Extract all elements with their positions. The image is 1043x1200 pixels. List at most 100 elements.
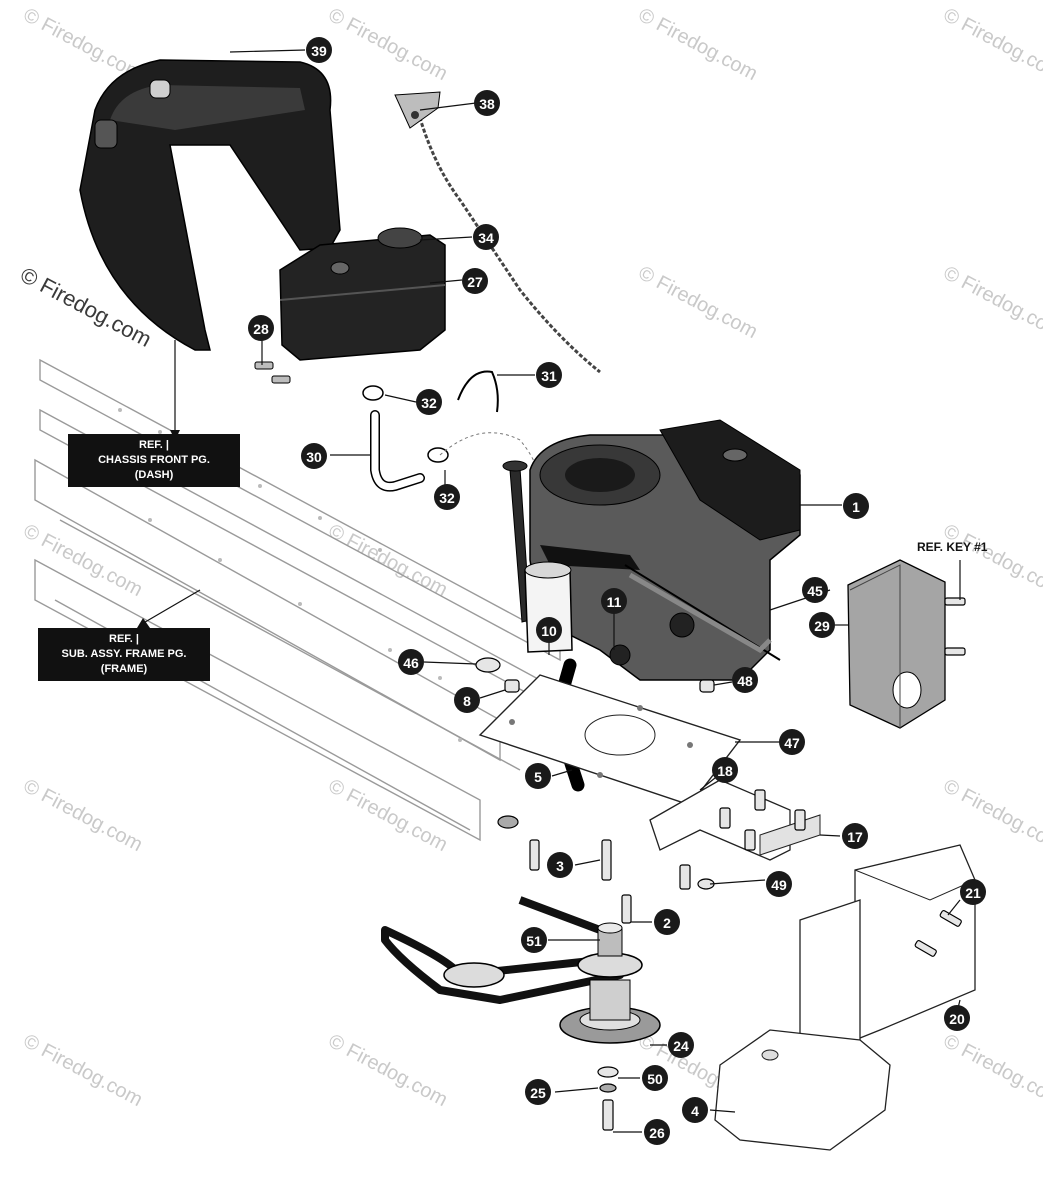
callout-8: 8: [454, 687, 480, 713]
callout-10: 10: [536, 617, 562, 643]
callout-bubble: [960, 879, 986, 905]
callout-bubble: [601, 588, 627, 614]
callout-39: 39: [306, 37, 332, 63]
callout-27: 27: [462, 268, 488, 294]
callout-45: 45: [802, 577, 828, 603]
callout-46: 46: [398, 649, 424, 675]
callout-bubble: [944, 1005, 970, 1031]
frame-rails: [34, 358, 561, 842]
callout-bubble: [536, 362, 562, 388]
callout-number: 38: [479, 96, 495, 112]
callout-3: 3: [547, 852, 573, 878]
callout-number: 2: [663, 915, 671, 931]
callout-11: 11: [601, 588, 627, 614]
callout-number: 10: [541, 623, 557, 639]
callout-bubble: [536, 617, 562, 643]
hood-shroud: [79, 59, 341, 351]
callout-bubble: [525, 763, 551, 789]
ref-line: (FRAME): [100, 663, 148, 675]
callout-number: 32: [421, 395, 437, 411]
callout-18: 18: [712, 757, 738, 783]
callout-bubble: [802, 577, 828, 603]
ref-line: SUB. ASSY. FRAME PG.: [61, 648, 187, 660]
heat-shield: [847, 559, 946, 729]
callout-bubble: [301, 443, 327, 469]
callout-bubble: [644, 1119, 670, 1145]
callout-31: 31: [536, 362, 562, 388]
callout-number: 20: [949, 1011, 965, 1027]
callout-bubble: [668, 1032, 694, 1058]
callout-number: 1: [852, 499, 860, 515]
callout-28: 28: [248, 315, 274, 341]
callout-bubble: [434, 484, 460, 510]
callout-number: 25: [530, 1085, 546, 1101]
callout-number: 24: [673, 1038, 689, 1054]
discharge-housing: [799, 844, 976, 1071]
callout-bubble: [779, 729, 805, 755]
callout-number: 3: [556, 858, 564, 874]
callout-bubble: [462, 268, 488, 294]
callout-32a: 32: [416, 389, 442, 415]
callout-21: 21: [960, 879, 986, 905]
callout-number: 49: [771, 877, 787, 893]
callout-bubble: [547, 852, 573, 878]
engine: [502, 419, 801, 681]
callout-5: 5: [525, 763, 551, 789]
callout-number: 11: [607, 594, 622, 610]
callout-bubble: [732, 667, 758, 693]
callout-48: 48: [732, 667, 758, 693]
callout-50: 50: [642, 1065, 668, 1091]
callout-number: 34: [478, 230, 494, 246]
callout-number: 30: [306, 449, 322, 465]
callout-number: 51: [526, 933, 542, 949]
callout-20: 20: [944, 1005, 970, 1031]
callout-17: 17: [842, 823, 868, 849]
callout-number: 50: [647, 1071, 663, 1087]
callout-bubble: [843, 493, 869, 519]
idler-pulley: [443, 962, 505, 988]
ref-line: REF. |: [109, 633, 139, 645]
drive-belt: [381, 896, 627, 1004]
callout-51: 51: [521, 927, 547, 953]
callout-group: 1234581011171820212425262728293031323234…: [248, 37, 986, 1145]
ref-line: CHASSIS FRONT PG.: [98, 454, 210, 466]
callout-bubble: [454, 687, 480, 713]
callout-number: 31: [541, 368, 557, 384]
ref-subassy-frame-box: REF. | SUB. ASSY. FRAME PG. (FRAME): [38, 628, 210, 681]
engine-pulleys: [559, 922, 661, 1044]
callout-bubble: [766, 871, 792, 897]
callout-bubble: [398, 649, 424, 675]
callout-34: 34: [473, 224, 499, 250]
callout-bubble: [842, 823, 868, 849]
fuel-tank: [279, 227, 446, 361]
callout-number: 28: [253, 321, 269, 337]
callout-32b: 32: [434, 484, 460, 510]
callout-number: 18: [717, 763, 733, 779]
frame-holes: [118, 408, 462, 742]
callout-bubble: [521, 927, 547, 953]
callout-bubble: [416, 389, 442, 415]
callout-38: 38: [474, 90, 500, 116]
callout-number: 32: [439, 490, 455, 506]
callout-26: 26: [644, 1119, 670, 1145]
transmission-cover: [714, 1029, 891, 1151]
callout-number: 46: [403, 655, 419, 671]
callout-number: 17: [847, 829, 863, 845]
ref-line: REF. |: [139, 439, 169, 451]
callout-number: 4: [691, 1103, 699, 1119]
callout-number: 21: [965, 885, 981, 901]
callout-number: 45: [807, 583, 823, 599]
callout-bubble: [642, 1065, 668, 1091]
callout-29: 29: [809, 612, 835, 638]
callout-number: 27: [467, 274, 483, 290]
callout-number: 29: [814, 618, 830, 634]
callout-4: 4: [682, 1097, 708, 1123]
callout-25: 25: [525, 1079, 551, 1105]
callout-24: 24: [668, 1032, 694, 1058]
callout-number: 47: [784, 735, 800, 751]
callout-2: 2: [654, 909, 680, 935]
callout-bubble: [809, 612, 835, 638]
callout-bubble: [682, 1097, 708, 1123]
